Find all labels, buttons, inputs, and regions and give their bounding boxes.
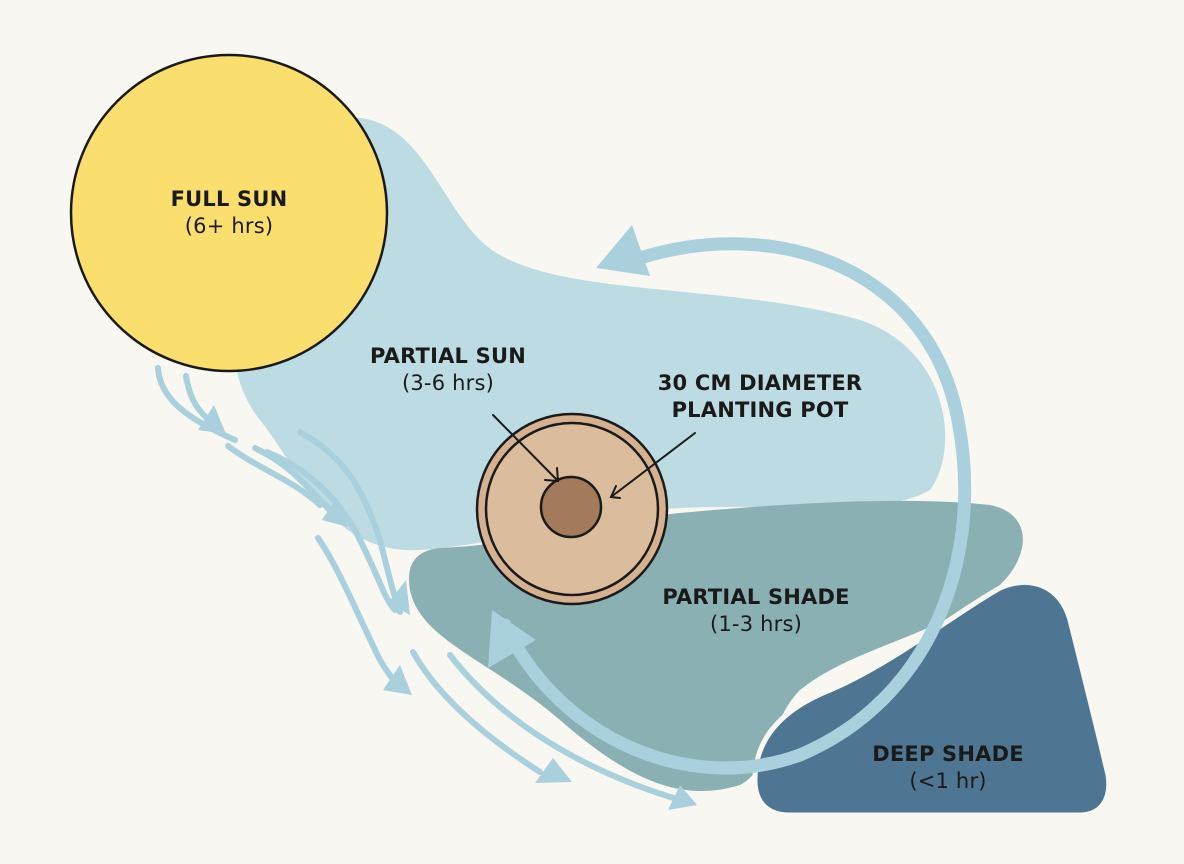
deep-shade-label: DEEP SHADE (<1 hr) <box>872 741 1024 795</box>
partial-shade-label: PARTIAL SHADE (1-3 hrs) <box>662 584 849 638</box>
partial-shade-hours: (1-3 hrs) <box>709 612 803 636</box>
partial-shade-title: PARTIAL SHADE <box>662 585 850 609</box>
full-sun-label: FULL SUN (6+ hrs) <box>171 186 288 240</box>
pot-size-title: 30 CM DIAMETER <box>657 371 863 395</box>
pot-center <box>539 475 603 539</box>
partial-sun-zone <box>233 117 946 551</box>
full-sun-hours: (6+ hrs) <box>184 214 274 238</box>
pot-type-title: PLANTING POT <box>671 398 849 422</box>
deep-shade-title: DEEP SHADE <box>872 742 1024 766</box>
deep-shade-hours: (<1 hr) <box>909 769 987 793</box>
callout-arrows <box>492 414 696 499</box>
circular-arrow-head-bottom <box>488 610 536 668</box>
planting-pot <box>475 412 669 606</box>
full-sun-title: FULL SUN <box>170 187 288 211</box>
sunlight-arrowheads <box>198 405 697 810</box>
partial-sun-hours: (3-6 hrs) <box>401 371 495 395</box>
circular-arrow-path <box>498 237 972 775</box>
partial-sun-label: PARTIAL SUN (3-6 hrs) <box>370 343 526 397</box>
pot-label: 30 CM DIAMETER PLANTING POT <box>658 370 863 424</box>
deep-shade-zone <box>752 580 1112 818</box>
full-sun-circle <box>69 53 389 373</box>
circular-arrow-head-top <box>596 225 650 276</box>
partial-sun-title: PARTIAL SUN <box>370 344 526 368</box>
